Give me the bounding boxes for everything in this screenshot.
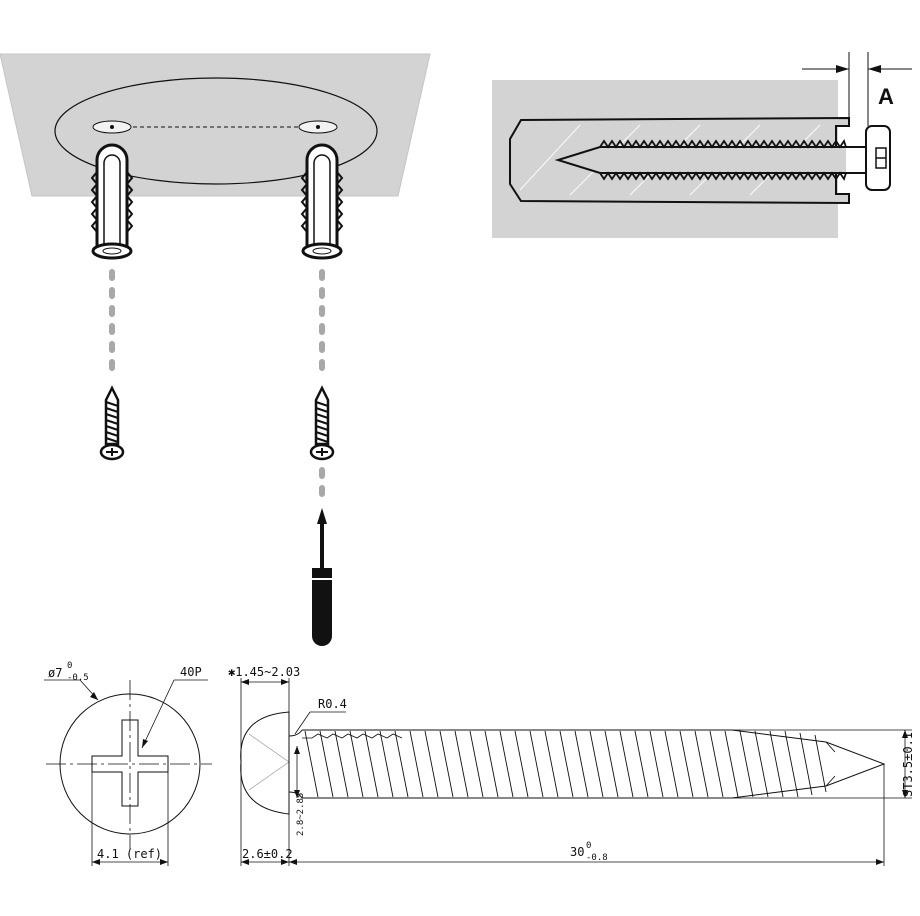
screw-icon-left: [99, 385, 125, 461]
length-lower-tol: -0.8: [586, 853, 608, 863]
diameter-lower-tol: -0.5: [67, 673, 89, 683]
recess-label: 40P: [180, 665, 202, 679]
radius-label: R0.4: [318, 697, 347, 711]
phillips-recess: [91, 719, 169, 807]
screw-head-front-view: 4.1 (ref) ø7 0 -0.5 40P: [44, 661, 212, 866]
wall-mounting-illustration: [0, 53, 431, 646]
wall-anchor-left: [90, 143, 134, 260]
screwdriver-icon: [312, 508, 332, 646]
diameter-upper-tol: 0: [67, 661, 72, 671]
mounting-outline: [54, 77, 378, 185]
head-height-label: ✱1.45~2.03: [228, 665, 300, 679]
head-outline: [59, 693, 201, 835]
wall-plate: [0, 53, 431, 197]
length-upper-tol: 0: [586, 841, 591, 851]
width-label: 4.1 (ref): [97, 847, 162, 861]
screw-thread-profile: [302, 729, 886, 799]
wall-anchor-right: [300, 143, 344, 260]
installation-section-detail: A: [492, 52, 912, 238]
head-length-label: 2.6±0.2: [242, 847, 293, 861]
screw-icon-right: [309, 385, 335, 461]
dimension-a-label: A: [878, 84, 894, 109]
thread-label: ST3.5±0.1: [901, 732, 915, 797]
length-label: 30: [570, 845, 584, 859]
screw-head-side: [240, 711, 290, 815]
section-screw: [554, 146, 846, 174]
screw-side-view: ST3.5±0.1 ✱1.45~2.03 R0.4 2.8~2.85 2.6±0…: [228, 665, 915, 866]
neck-label: 2.8~2.85: [296, 793, 306, 836]
diameter-label: ø7: [48, 666, 62, 680]
